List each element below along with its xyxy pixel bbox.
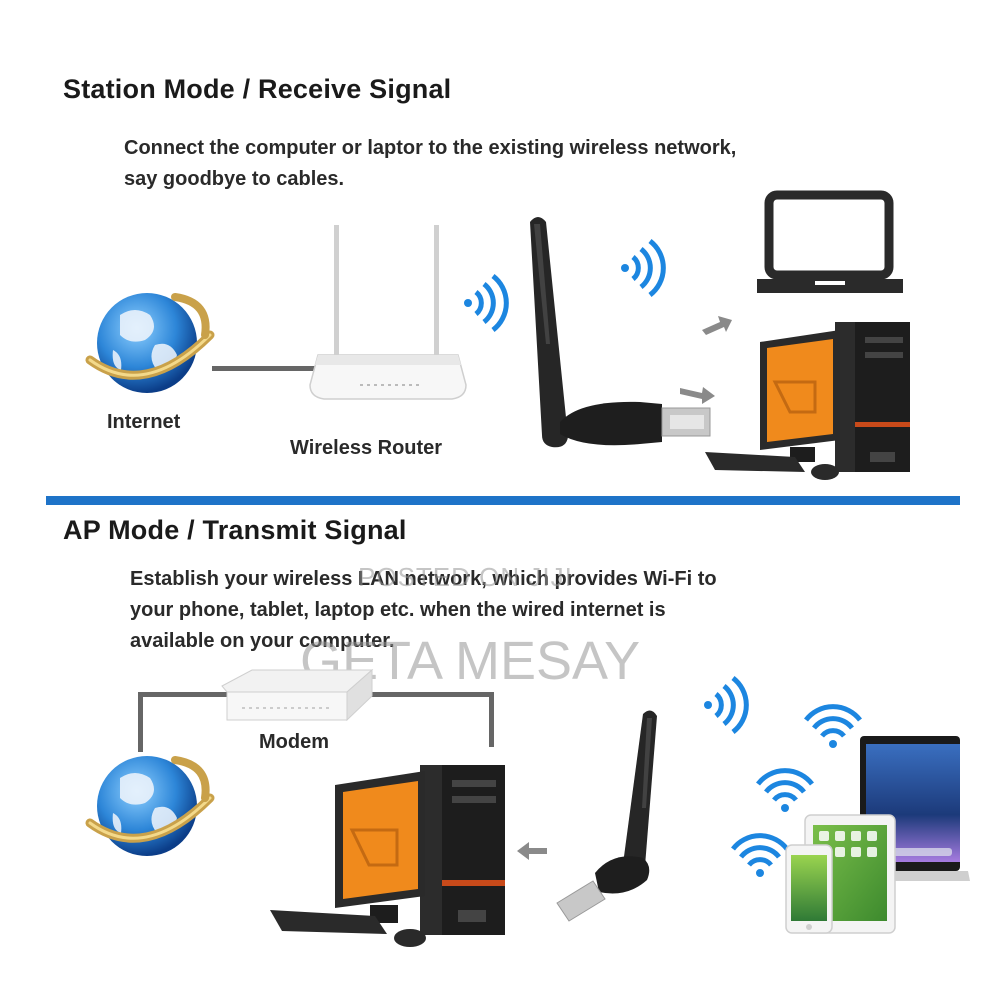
station-desc-line-1: Connect the computer or laptor to the ex… xyxy=(124,137,737,159)
arrow-icon xyxy=(702,316,732,335)
modem-label: Modem xyxy=(259,731,329,753)
internet-label: Internet xyxy=(107,411,181,433)
ap-desc-line-2: your phone, tablet, laptop etc. when the… xyxy=(130,599,666,621)
desktop-computer-icon xyxy=(705,322,910,480)
station-mode-title: Station Mode / Receive Signal xyxy=(63,74,452,104)
arrow-icon xyxy=(517,842,547,860)
wifi-signal-icon xyxy=(464,274,509,332)
cable-line xyxy=(138,692,143,752)
wifi-signal-icon xyxy=(756,768,814,812)
station-desc-line-2: say goodbye to cables. xyxy=(124,168,345,190)
section-divider xyxy=(46,496,960,505)
ap-desc-line-3: available on your computer. xyxy=(130,630,395,652)
wifi-signal-icon xyxy=(731,833,789,877)
station-mode-description: Connect the computer or laptor to the ex… xyxy=(124,133,736,195)
wifi-signal-icon xyxy=(621,239,666,297)
wifi-signal-icon xyxy=(804,704,862,748)
ap-mode-title: AP Mode / Transmit Signal xyxy=(63,515,407,545)
arrow-icon xyxy=(680,387,715,404)
watermark-line-1: POSTED ON JIJI xyxy=(358,562,573,592)
cable-line xyxy=(212,366,322,371)
cable-line xyxy=(489,692,494,747)
ap-mode-description: Establish your wireless LAN network, whi… xyxy=(130,564,717,657)
laptop-icon xyxy=(757,190,903,293)
desktop-computer-icon xyxy=(270,765,505,947)
ap-desc-line-1: Establish your wireless LAN network, whi… xyxy=(130,568,717,590)
wifi-adapter-icon xyxy=(556,710,657,922)
phone-icon xyxy=(785,844,833,934)
wifi-signal-icon xyxy=(704,676,749,734)
wireless-router-label: Wireless Router xyxy=(290,437,443,459)
modem-icon xyxy=(221,668,374,722)
router-icon xyxy=(309,225,467,400)
globe-icon xyxy=(85,756,215,856)
globe-icon xyxy=(85,293,215,393)
wifi-adapter-icon xyxy=(530,217,711,448)
